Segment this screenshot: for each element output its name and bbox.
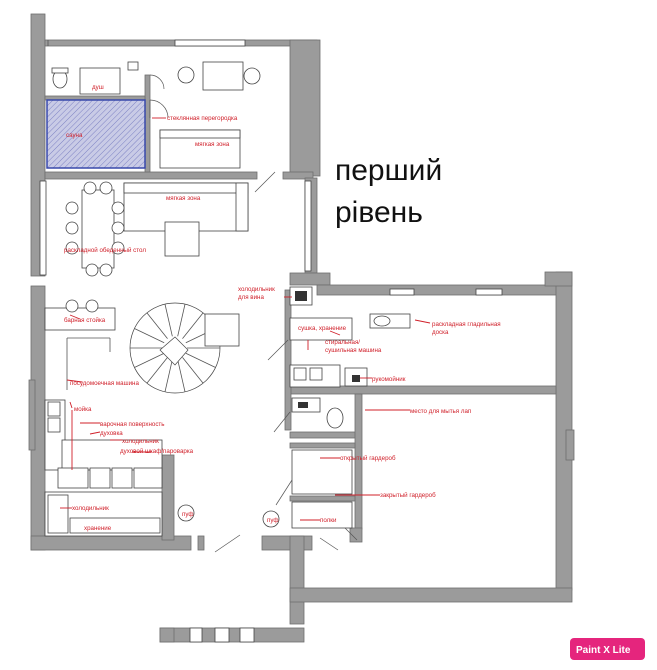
label-soft-zone-top: мягкая зона — [195, 141, 230, 148]
sofa-living — [123, 182, 249, 257]
dining-table-icon — [65, 181, 125, 277]
stair-tread — [134, 328, 165, 344]
label-wine-fridge-1: холодильник — [238, 286, 275, 293]
stair-tread — [134, 352, 165, 368]
bar-counter-icon — [44, 299, 116, 390]
window-bottom-porch2 — [214, 627, 230, 643]
window-left-living — [39, 180, 47, 276]
window-top — [174, 39, 246, 47]
label-storage-bottom: хранение — [84, 525, 112, 532]
label-washer-1: стиральная/ — [325, 339, 360, 346]
label-ironing-1: раскладная гладильная — [432, 321, 501, 328]
wall-bottom-vert — [289, 535, 305, 625]
wall-utility-left — [284, 289, 292, 431]
stair-tread — [146, 312, 168, 339]
wall-bottom-mid — [261, 535, 313, 551]
sink-shower — [127, 61, 139, 71]
wall-sauna-bottom — [44, 171, 258, 180]
wall-porch-left — [159, 627, 175, 643]
label-cooking: варочная поверхность — [100, 421, 164, 428]
label-dining-table: раскладной обеденный стол — [64, 247, 146, 254]
wall-wardrobe-top — [289, 442, 356, 449]
spiral-stair-icon — [129, 302, 240, 394]
label-wine-fridge-2: для вина — [238, 294, 264, 301]
plan-title-line1: перший — [335, 154, 442, 187]
utility-furniture — [289, 286, 411, 529]
window-right-living — [304, 180, 312, 272]
stair-tread — [185, 352, 216, 368]
label-oven: духовка — [100, 430, 123, 437]
label-soft-zone: мягкая зона — [166, 195, 201, 202]
stair-tread — [182, 312, 204, 339]
pouf-left-icon — [177, 504, 195, 522]
label-pouf-right: пуф — [267, 517, 278, 524]
stair-tread — [164, 359, 173, 392]
label-oven-cabinet: духовой шкаф/пароварка — [120, 448, 194, 455]
wall-right-top-cap — [544, 271, 573, 287]
wall-wardrobe-mid — [289, 495, 356, 502]
label-bar-counter: барная стойка — [64, 317, 106, 324]
label-pouf-left: пуф — [182, 511, 193, 518]
leader-lines — [60, 117, 431, 521]
wall-utility-top — [289, 272, 331, 286]
watermark-text: Paint X Lite — [576, 645, 631, 656]
wall-bottom-stub — [197, 535, 205, 551]
label-closed-wardrobe: закрытый гардероб — [380, 492, 436, 499]
room-labels: душ стеклянная перегородка сауна мягкая … — [64, 84, 501, 532]
stair-tread — [177, 304, 186, 337]
label-fridge-bottom: холодильник — [72, 505, 109, 512]
wall-wardrobe-right — [349, 527, 363, 543]
walls — [28, 13, 575, 643]
stair-tread — [182, 357, 204, 384]
sauna-area — [46, 99, 146, 169]
wall-sauna-bottom-right — [282, 171, 314, 180]
pouf-right-icon — [262, 510, 280, 528]
label-storage-laundry: сушка, хранение — [298, 325, 347, 332]
label-sauna: сауна — [66, 132, 83, 139]
wall-left-window — [28, 379, 36, 451]
window-right-top — [389, 288, 415, 296]
wall-right-window — [565, 429, 575, 461]
wall-right-block-top — [316, 284, 558, 296]
wall-bottom-right — [289, 587, 573, 603]
stair-tread — [177, 359, 186, 392]
label-glass-partition: стеклянная перегородка — [167, 115, 238, 122]
wall-right-upper — [289, 39, 321, 177]
window-bottom-porch3 — [239, 627, 255, 643]
label-wet-clean: место для мытья лап — [410, 408, 471, 415]
label-shower: душ — [92, 84, 104, 91]
watermark-badge: Paint X Lite — [570, 638, 645, 660]
windows — [39, 39, 503, 643]
label-dishwasher: посудомоечная машина — [70, 380, 139, 387]
wall-kitchen-inner — [161, 454, 175, 541]
label-sink-kitchen: мойка — [74, 406, 92, 413]
shower-icon — [79, 67, 121, 95]
label-fridge-kitchen: холодильник — [122, 438, 159, 445]
label-washer-2: сушильная машина — [325, 347, 382, 354]
label-sink-utility: рукомойник — [372, 376, 406, 383]
toilet-icon — [51, 67, 69, 89]
plan-title-line2: рівень — [335, 196, 423, 229]
wall-utility-low — [289, 431, 361, 439]
stair-tread — [164, 304, 173, 337]
wall-porch-bottom — [159, 627, 305, 643]
lounge-furniture — [159, 61, 261, 169]
window-bottom-porch1 — [189, 627, 203, 643]
label-shelves: полки — [320, 517, 337, 524]
doors — [149, 74, 358, 553]
kitchen-counter — [44, 399, 163, 537]
stair-tread — [146, 357, 168, 384]
label-ironing-2: доска — [432, 329, 449, 336]
label-open-wardrobe: открытый гардероб — [340, 455, 396, 462]
window-right-top2 — [475, 288, 503, 296]
